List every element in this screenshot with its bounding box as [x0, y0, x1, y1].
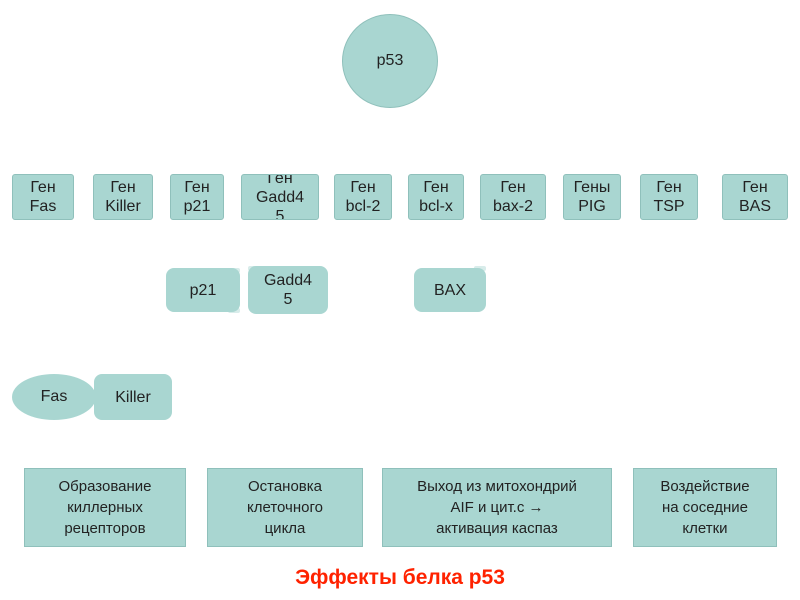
effect-neighbor-cells: Воздействие на соседние клетки — [633, 468, 777, 547]
gene-killer: Ген Killer — [93, 174, 153, 220]
protein-bax: BAX — [414, 268, 486, 312]
gene-p21: Ген p21 — [170, 174, 224, 220]
p53-node: p53 — [342, 14, 438, 108]
protein-gadd45: Gadd4 5 — [248, 266, 328, 314]
protein-p21: p21 — [166, 268, 240, 312]
diagram-caption: Эффекты белка р53 — [295, 566, 505, 589]
gene-bcl-2: Ген bcl-2 — [334, 174, 392, 220]
gene-fas: Ген Fas — [12, 174, 74, 220]
gene-pig: Гены PIG — [563, 174, 621, 220]
gene-bas: Ген BAS — [722, 174, 788, 220]
receptor-fas: Fas — [12, 374, 96, 420]
effect-killer-receptors: Образование киллерных рецепторов — [24, 468, 186, 547]
effect-mitochondria-release: Выход из митохондрий AIF и цит.с → актив… — [382, 468, 612, 547]
effect-cell-cycle-arrest: Остановка клеточного цикла — [207, 468, 363, 547]
gene-bax-2: Ген bax-2 — [480, 174, 546, 220]
gene-gadd45: Ген Gadd4 5 — [241, 174, 319, 220]
gene-bcl-x: Ген bcl-x — [408, 174, 464, 220]
gene-tsp: Ген TSP — [640, 174, 698, 220]
receptor-killer: Killer — [94, 374, 172, 420]
